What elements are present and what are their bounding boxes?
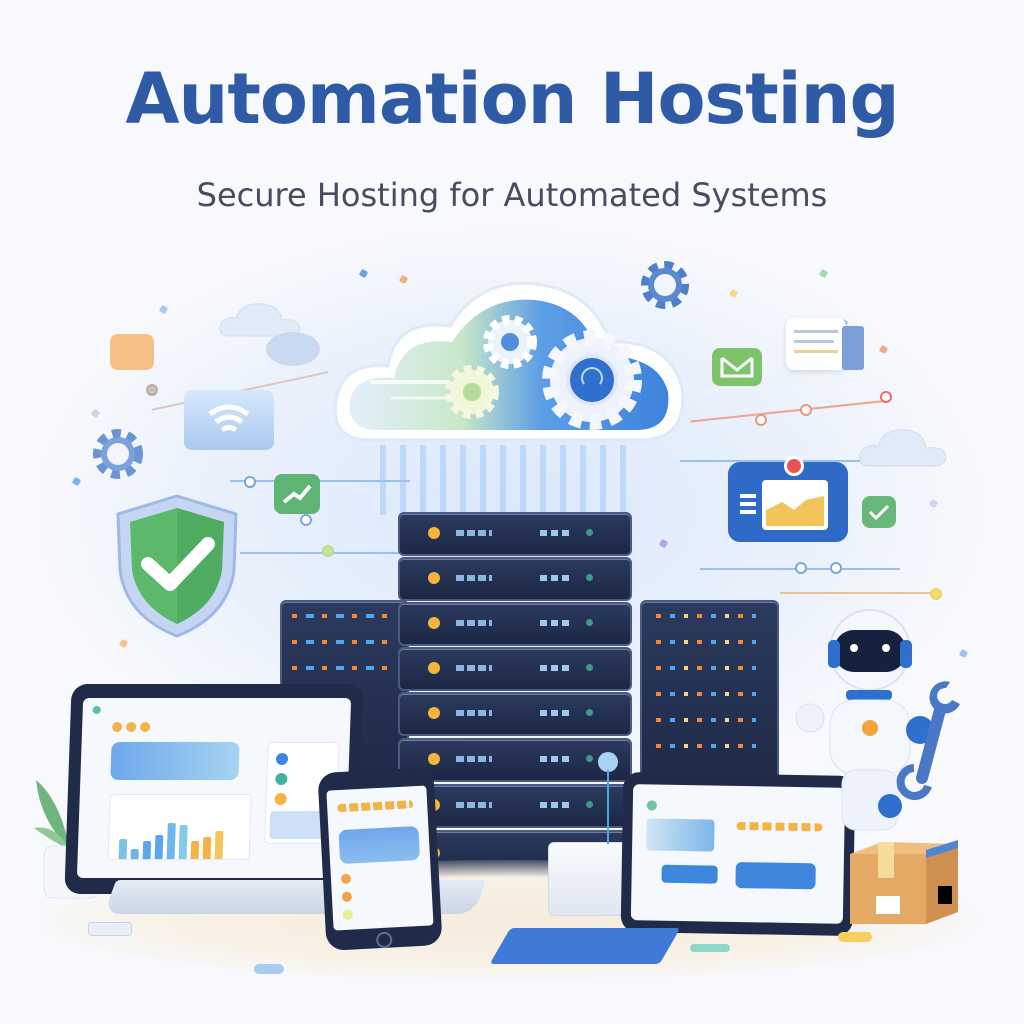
usb-drive-icon	[88, 922, 132, 936]
check-card-icon	[862, 496, 896, 528]
chat-bubble-icon	[266, 332, 320, 366]
data-beams	[380, 445, 640, 515]
router-icon	[548, 842, 630, 916]
pill-decoration	[690, 944, 730, 952]
gear-icon	[636, 256, 694, 314]
pill-decoration	[838, 932, 872, 942]
cloud-icon	[858, 424, 948, 468]
mail-icon	[712, 348, 762, 386]
wifi-icon	[184, 390, 274, 450]
book-icon	[489, 928, 681, 964]
robot-icon	[790, 600, 990, 840]
shield-check-icon	[112, 492, 242, 640]
package-icon	[846, 836, 962, 926]
pill-decoration	[254, 964, 284, 974]
gear-icon	[88, 424, 148, 484]
page-title: Automation Hosting	[125, 58, 899, 140]
cable	[607, 770, 609, 844]
folder-icon	[842, 326, 864, 370]
phone-icon	[317, 767, 443, 951]
cloud-gear-icon	[330, 270, 690, 445]
document-icon	[786, 318, 846, 370]
cloud-icon	[218, 298, 302, 338]
chat-bubble-icon	[598, 752, 618, 772]
laptop-screen	[76, 698, 352, 878]
page-subtitle: Secure Hosting for Automated Systems	[196, 176, 828, 214]
chart-card-icon	[110, 334, 154, 370]
trend-card-icon	[274, 474, 320, 514]
chart-icon	[728, 456, 848, 542]
